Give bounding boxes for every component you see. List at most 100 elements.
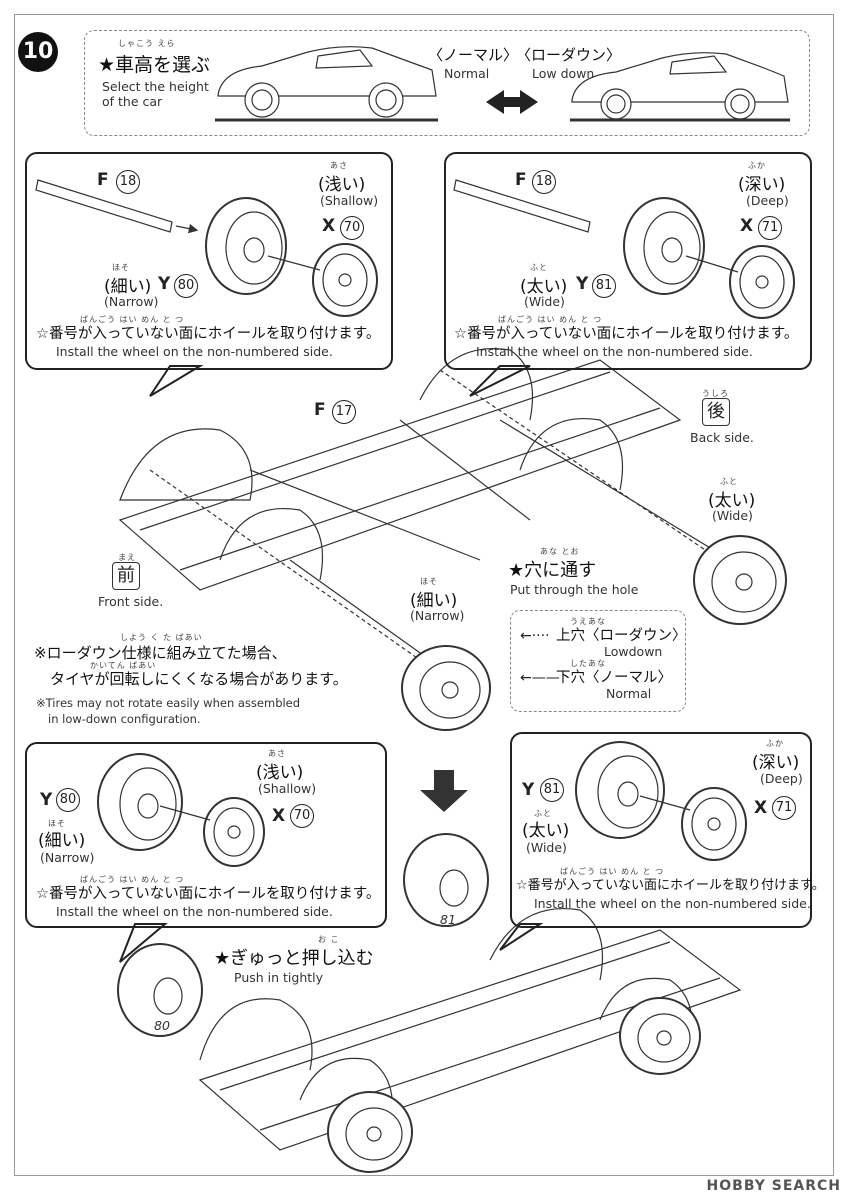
warning-line-1-en: ※Tires may not rotate easily when assemb… [36,696,301,710]
upper-hole-jp: 上穴〈ローダウン〉 [556,628,687,644]
wheel-x70-bottom-callout [159,797,265,867]
watermark: HOBBY SEARCH [706,1178,841,1194]
part-y-number: 81 [592,274,616,298]
lowdown-label-jp: 〈ローダウン〉 [516,46,622,64]
chassis-bottom-tire-rear [619,997,701,1075]
lower-hole-en: Normal [606,686,652,701]
step-number-badge: 10 [18,32,58,72]
tire-80-pushed [117,943,203,1037]
wide-ruby: ふと [720,477,738,486]
part-f17-label: F [314,400,326,420]
put-through-hole-jp: ★穴に通す [508,560,597,581]
part-y-label: Y [522,780,535,800]
solid-arrow-icon: ←—— [520,670,560,686]
narrow-ruby: ほそ [112,263,130,272]
install-note-jp: ☆番号が入っていない面にホイールを取り付けます。 [36,886,381,902]
upper-hole-ruby: うえあな [570,617,606,626]
wide-label-en: (Wide) [526,840,567,855]
part-y-label: Y [576,274,589,294]
callout-bottom-shallow [25,742,387,928]
callout-shallow-narrow [25,152,393,370]
part-f-label: F [97,170,109,190]
lowdown-car-illustration [570,52,790,122]
narrow-label-en: (Narrow) [40,850,95,865]
chassis-bottom-tire-front [327,1091,413,1173]
hole-legend-panel [510,610,686,712]
part-y-number: 81 [540,778,564,802]
shallow-label-jp: (浅い) [256,763,304,783]
front-side-kanji: 前 [112,562,140,590]
height-select-ruby: しゃこう えら [118,39,176,48]
wide-ruby: ふと [530,263,548,272]
part-f-number: 18 [116,170,140,194]
wide-label-en: (Wide) [524,294,565,309]
front-side-label: Front side. [98,594,164,609]
narrow-label-en: (Narrow) [104,294,159,309]
lowdown-label-en: Low down [532,66,595,81]
part-x-label: X [740,216,754,236]
back-side-label: Back side. [690,430,754,445]
part-y-label: Y [40,790,53,810]
normal-label-en: Normal [444,66,490,81]
narrow-label-jp: (細い) [38,831,86,851]
warning-ruby-2: かいてん ばあい [90,661,157,670]
shallow-label-en: (Shallow) [320,193,379,208]
narrow-label-en: (Narrow) [410,608,465,623]
lower-hole-jp: 下穴〈ノーマル〉 [556,670,672,686]
shallow-label-en: (Shallow) [258,781,317,796]
deep-label-jp: (深い) [738,175,786,195]
height-select-en-1: Select the height [102,79,209,94]
part-x-number: 70 [290,804,314,828]
wide-ruby: ふと [534,809,552,818]
wheel-x71 [685,245,795,319]
deep-label-en: (Deep) [746,193,789,208]
wheel-x70 [267,243,378,317]
install-note-jp: ☆番号が入っていない面にホイールを取り付けます。 [516,878,825,893]
deep-label-jp: (深い) [752,753,800,773]
warning-line-1-jp: ※ローダウン仕様に組み立てた場合、 [34,644,287,662]
tire-81-pushed [403,833,489,927]
note-ruby: ばんごう はい めん と つ [80,315,185,324]
tire-wide-deep [623,197,705,295]
tire-y80-bottom-callout [97,753,183,851]
wide-label-jp: (太い) [708,491,756,511]
note-ruby: ばんごう はい めん と つ [560,867,665,876]
deep-label-en: (Deep) [760,771,803,786]
front-ruby: まえ [118,553,136,562]
push-ruby: お こ [318,935,340,944]
callout-bottom-deep [510,732,812,928]
warning-line-2-en: in low-down configuration. [48,712,201,726]
dotted-arrow-icon: ←···· [520,628,550,644]
callout-deep-wide [444,152,812,370]
back-ruby: うしろ [702,389,729,398]
page-border [14,14,834,1176]
install-note-jp: ☆番号が入っていない面にホイールを取り付けます。 [36,326,381,342]
narrow-ruby: ほそ [420,577,438,586]
part-x-label: X [322,216,336,236]
push-tightly-jp: ★ぎゅっと押し込む [214,948,374,969]
wide-label-en: (Wide) [712,508,753,523]
part-y-label: Y [158,274,171,294]
install-note-en: Install the wheel on the non-numbered si… [534,896,811,911]
install-note-jp: ☆番号が入っていない面にホイールを取り付けます。 [454,326,799,342]
part-f-label: F [515,170,527,190]
shallow-ruby: あさ [330,161,348,170]
part-x-number: 71 [758,216,782,240]
tire-narrow-shallow [205,197,287,295]
install-note-en: Install the wheel on the non-numbered si… [476,344,753,359]
back-side-kanji: 後 [702,398,730,426]
note-ruby: ばんごう はい めん と つ [498,315,603,324]
narrow-label-jp: (細い) [410,591,458,611]
upper-hole-en: Lowdown [604,644,663,659]
deep-ruby: ふか [748,161,766,170]
hole-ruby: あな とお [540,547,580,556]
install-note-en: Install the wheel on the non-numbered si… [56,344,333,359]
shallow-ruby: あさ [268,749,286,758]
shaft-f18-right [453,179,591,233]
push-tightly-en: Push in tightly [234,970,324,985]
part-x-number: 71 [772,796,796,820]
put-through-hole-en: Put through the hole [510,582,639,597]
part-f17-number: 17 [332,400,356,424]
height-select-title: ★車高を選ぶ [98,54,211,76]
part-y-number: 80 [174,274,198,298]
